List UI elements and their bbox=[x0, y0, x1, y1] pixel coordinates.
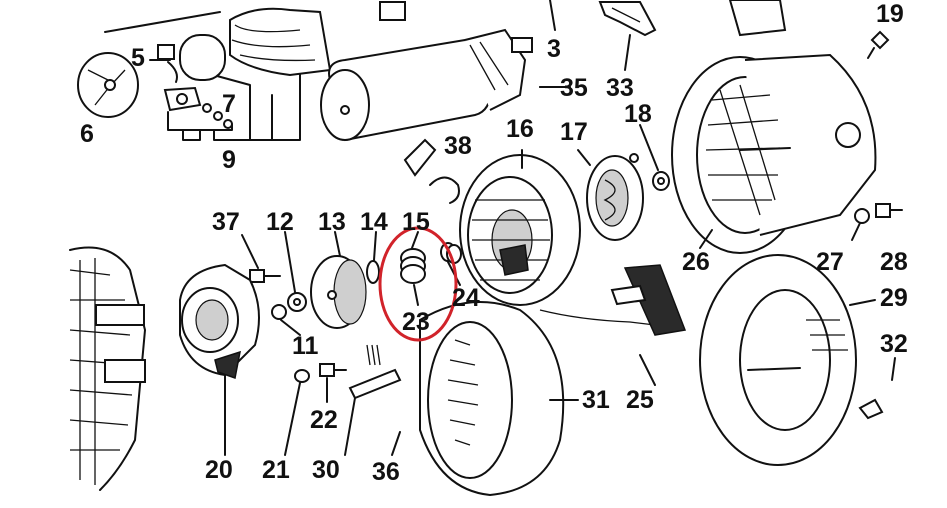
label-part-33: 33 bbox=[606, 74, 634, 102]
part-35-starter-motor bbox=[320, 28, 571, 142]
part-22-screw bbox=[319, 363, 347, 403]
label-part-36: 36 bbox=[372, 458, 400, 486]
part-17-coil bbox=[577, 149, 644, 241]
label-part-38: 38 bbox=[444, 132, 472, 160]
label-part-26: 26 bbox=[682, 248, 710, 276]
label-part-15: 15 bbox=[402, 208, 430, 236]
label-part-21: 21 bbox=[262, 456, 290, 484]
part-18-washer bbox=[639, 124, 670, 191]
part-32-screw bbox=[858, 357, 896, 420]
label-part-30: 30 bbox=[312, 456, 340, 484]
part-16-stator bbox=[459, 149, 581, 306]
label-part-9: 9 bbox=[222, 146, 236, 174]
label-part-16: 16 bbox=[506, 115, 534, 143]
label-part-37: 37 bbox=[212, 208, 240, 236]
label-part-27: 27 bbox=[816, 248, 844, 276]
part-31-fan-cover bbox=[419, 301, 579, 497]
part-26-rear-housing bbox=[671, 53, 877, 254]
part-37-screw bbox=[241, 234, 281, 283]
part-12-washer bbox=[284, 231, 307, 312]
label-part-5: 5 bbox=[131, 44, 145, 72]
part-36-line bbox=[391, 431, 401, 456]
part-6-fan-rotor bbox=[77, 52, 139, 118]
part-19-screw bbox=[867, 30, 890, 59]
part-13-flywheel-disc bbox=[310, 231, 367, 329]
part-30-pin bbox=[344, 344, 402, 456]
label-part-3: 3 bbox=[547, 35, 561, 63]
part-11-washer bbox=[271, 304, 301, 336]
part-15-line bbox=[411, 231, 419, 249]
flywheel-housing-left bbox=[69, 246, 146, 491]
part-24-spring bbox=[440, 242, 462, 286]
part-20-hub-plate bbox=[179, 263, 260, 456]
label-part-19: 19 bbox=[876, 0, 904, 28]
label-part-20: 20 bbox=[205, 456, 233, 484]
label-part-29: 29 bbox=[880, 284, 908, 312]
part-29-cover bbox=[699, 254, 876, 466]
part-14-ring bbox=[366, 231, 380, 284]
label-part-31: 31 bbox=[582, 386, 610, 414]
label-part-12: 12 bbox=[266, 208, 294, 236]
part-3-rotor-assembly bbox=[104, 0, 556, 81]
label-part-11: 11 bbox=[292, 332, 319, 360]
part-23-spring bbox=[400, 248, 426, 306]
highlight-circle-part-23 bbox=[378, 226, 458, 342]
label-part-28: 28 bbox=[880, 248, 908, 276]
label-part-23: 23 bbox=[402, 308, 430, 336]
label-part-13: 13 bbox=[318, 208, 346, 236]
part-25-cable-connector bbox=[539, 264, 687, 386]
label-part-17: 17 bbox=[560, 118, 588, 146]
label-part-6: 6 bbox=[80, 120, 94, 148]
label-part-25: 25 bbox=[626, 386, 654, 414]
label-part-22: 22 bbox=[310, 406, 338, 434]
label-part-24: 24 bbox=[452, 284, 480, 312]
part-28-screw bbox=[875, 203, 903, 218]
part-33-bracket bbox=[598, 0, 787, 71]
part-7-plate bbox=[163, 86, 233, 129]
part-5-brush-holder bbox=[149, 44, 178, 83]
part-27-washer bbox=[851, 208, 870, 241]
part-21-washer bbox=[284, 369, 310, 456]
part-38-clip bbox=[403, 138, 460, 204]
label-part-14: 14 bbox=[360, 208, 388, 236]
label-part-35: 35 bbox=[560, 74, 588, 102]
label-part-18: 18 bbox=[624, 100, 652, 128]
label-part-7: 7 bbox=[222, 90, 236, 118]
label-part-32: 32 bbox=[880, 330, 908, 358]
